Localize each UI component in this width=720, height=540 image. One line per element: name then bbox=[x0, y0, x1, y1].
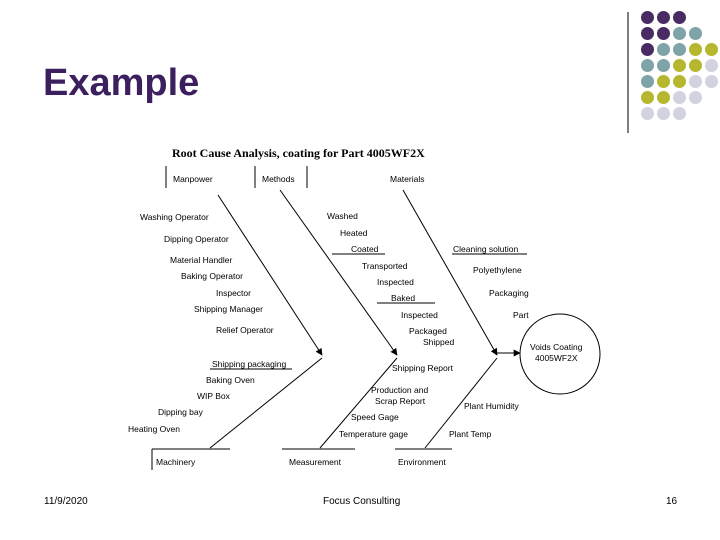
cause-label: Inspected bbox=[401, 310, 438, 320]
dot bbox=[673, 91, 686, 104]
cause-label: Washing Operator bbox=[140, 212, 209, 222]
dot bbox=[705, 59, 718, 72]
cause-label: Heating Oven bbox=[128, 424, 180, 434]
cause-label: Relief Operator bbox=[216, 325, 274, 335]
dot bbox=[657, 107, 670, 120]
dot bbox=[641, 91, 654, 104]
cause-label: Part bbox=[513, 310, 529, 320]
dot bbox=[641, 27, 654, 40]
cause-label: Shipping Manager bbox=[194, 304, 263, 314]
cause-label: Coated bbox=[351, 244, 379, 254]
dot bbox=[673, 11, 686, 24]
environment-bone bbox=[424, 357, 498, 449]
dot bbox=[641, 11, 654, 24]
cause-label: Transported bbox=[362, 261, 408, 271]
dot bbox=[657, 75, 670, 88]
dot bbox=[689, 43, 702, 56]
decorative-divider bbox=[627, 12, 629, 133]
dot bbox=[673, 75, 686, 88]
dot bbox=[641, 107, 654, 120]
cause-label: Heated bbox=[340, 228, 368, 238]
dot bbox=[705, 43, 718, 56]
cause-label: Shipping Report bbox=[392, 363, 454, 373]
dot bbox=[673, 43, 686, 56]
cause-label: Packaging bbox=[489, 288, 529, 298]
measurement-bone bbox=[319, 357, 398, 449]
category-measurement: Measurement bbox=[289, 457, 342, 467]
cause-label: WIP Box bbox=[197, 391, 231, 401]
category-methods: Methods bbox=[262, 174, 295, 184]
cause-label: Inspected bbox=[377, 277, 414, 287]
dot bbox=[657, 59, 670, 72]
slide-title: Example bbox=[43, 62, 200, 104]
dot bbox=[657, 43, 670, 56]
cause-label: Baking Operator bbox=[181, 271, 243, 281]
dot bbox=[689, 75, 702, 88]
dot bbox=[657, 27, 670, 40]
dot bbox=[641, 59, 654, 72]
cause-label: Dipping Operator bbox=[164, 234, 229, 244]
dot bbox=[657, 91, 670, 104]
cause-label: Polyethylene bbox=[473, 265, 522, 275]
cause-label: Plant Temp bbox=[449, 429, 492, 439]
category-materials: Materials bbox=[390, 174, 424, 184]
cause-label: Baking Oven bbox=[206, 375, 255, 385]
category-environment: Environment bbox=[398, 457, 446, 467]
cause-label: Dipping bay bbox=[158, 407, 204, 417]
effect-label: Voids Coating bbox=[530, 342, 583, 352]
dot bbox=[689, 27, 702, 40]
dot bbox=[673, 59, 686, 72]
cause-label: Shipping packaging bbox=[212, 359, 286, 369]
dot bbox=[673, 107, 686, 120]
cause-label: Speed Gage bbox=[351, 412, 399, 422]
footer-company: Focus Consulting bbox=[323, 496, 401, 507]
dot bbox=[673, 27, 686, 40]
materials-bone bbox=[402, 189, 498, 356]
cause-label: Plant Humidity bbox=[464, 401, 520, 411]
diagram-title: Root Cause Analysis, coating for Part 40… bbox=[172, 146, 425, 160]
footer-page-number: 16 bbox=[666, 496, 678, 507]
dot bbox=[657, 11, 670, 24]
cause-label: Packaged bbox=[409, 326, 447, 336]
dot bbox=[641, 75, 654, 88]
effect-circle bbox=[519, 313, 601, 395]
methods-bone bbox=[279, 189, 398, 356]
machinery-bone bbox=[209, 357, 323, 449]
dot bbox=[641, 43, 654, 56]
cause-label: Temperature gage bbox=[339, 429, 408, 439]
dot bbox=[689, 59, 702, 72]
effect-label: 4005WF2X bbox=[535, 353, 578, 363]
cause-label: Shipped bbox=[423, 337, 454, 347]
cause-label: Production and bbox=[371, 385, 428, 395]
cause-label: Baked bbox=[391, 293, 415, 303]
dot bbox=[705, 75, 718, 88]
manpower-bone bbox=[217, 194, 323, 356]
cause-label: Cleaning solution bbox=[453, 244, 518, 254]
category-manpower: Manpower bbox=[173, 174, 213, 184]
cause-label: Inspector bbox=[216, 288, 251, 298]
category-machinery: Machinery bbox=[156, 457, 196, 467]
cause-label: Material Handler bbox=[170, 255, 233, 265]
dot bbox=[689, 91, 702, 104]
cause-label: Washed bbox=[327, 211, 358, 221]
footer-date: 11/9/2020 bbox=[44, 496, 88, 507]
cause-label: Scrap Report bbox=[375, 396, 426, 406]
